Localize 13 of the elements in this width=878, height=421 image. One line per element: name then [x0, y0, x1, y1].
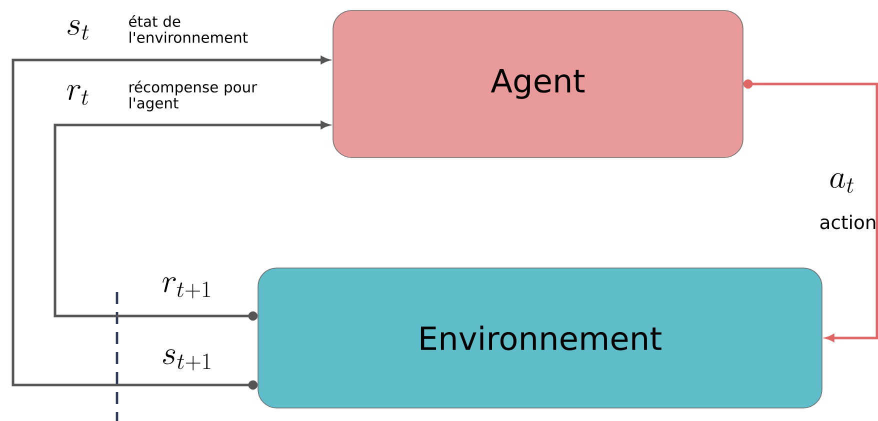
arrow — [54, 121, 330, 321]
state-symbol: $s_t$ — [68, 20, 89, 40]
next-reward-symbol: $r_{t+1}$ — [162, 277, 210, 298]
state-description: état de l'environnement — [129, 15, 248, 43]
agent-box: Agent — [332, 10, 744, 158]
arrow — [743, 79, 878, 342]
arrow — [12, 56, 330, 390]
reward-description: récompense pour l'agent — [130, 80, 258, 112]
action-label: action — [820, 214, 876, 230]
reward-symbol: $r_t$ — [67, 85, 88, 105]
next-state-symbol: $s_{t+1}$ — [163, 349, 210, 370]
environment-box: Environnement — [258, 268, 822, 408]
action-symbol: $a_t$ — [830, 173, 854, 193]
